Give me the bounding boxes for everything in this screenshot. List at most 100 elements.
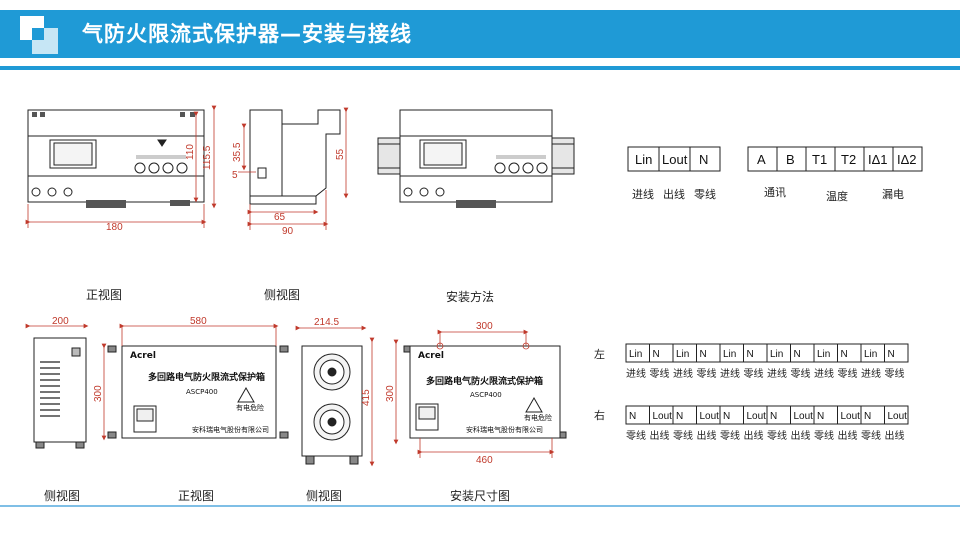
- terminal-leak2: IΔ2: [897, 152, 917, 167]
- label-neutral: 零线: [694, 187, 716, 201]
- box-install-top-label: 300: [476, 321, 493, 332]
- box-front-width-label: 580: [190, 316, 207, 327]
- right-row-terminal-label: 出线: [697, 429, 717, 442]
- front-height-outer-label: 115.5: [202, 145, 213, 170]
- left-row-terminal-label: 进线: [626, 367, 646, 380]
- right-row-terminal: N: [864, 411, 871, 422]
- right-row-terminal: N: [676, 411, 683, 422]
- left-row-terminal-label: 零线: [838, 367, 858, 380]
- left-row-terminal: Lin: [676, 349, 689, 360]
- left-row-terminal: N: [700, 349, 707, 360]
- side-top-label: 35.5: [232, 142, 243, 162]
- side-width-outer-label: 90: [282, 226, 294, 237]
- right-row-terminal: N: [723, 411, 730, 422]
- left-row-terminal-label: 零线: [650, 367, 670, 380]
- left-row-terminal: Lin: [629, 349, 642, 360]
- box-front-company: 安科瑞电气股份有限公司: [192, 425, 269, 434]
- box-front-view: [107, 345, 289, 439]
- box-install-brand: Acrel: [418, 351, 444, 361]
- front-width-label: 180: [106, 222, 123, 233]
- right-row-terminal-label: 零线: [861, 429, 881, 442]
- terminal-b: B: [786, 152, 795, 167]
- terminal-t2: T2: [841, 152, 856, 167]
- box-front-dims: [101, 323, 279, 441]
- box-front-model: ASCP400: [186, 388, 218, 396]
- box-front-title: 多回路电气防火限流式保护箱: [148, 371, 265, 383]
- terminal-row-right: N零线Lout出线N零线Lout出线N零线Lout出线N零线Lout出线N零线L…: [625, 405, 909, 442]
- device-install-method: [377, 109, 575, 208]
- left-row-terminal-label: 进线: [861, 367, 881, 380]
- caption-box-side-left: 侧视图: [44, 489, 81, 503]
- terminal-n: N: [699, 152, 708, 167]
- right-row-terminal: Lout: [653, 411, 673, 422]
- label-leak: 漏电: [882, 188, 904, 201]
- left-row-terminal-label: 零线: [791, 367, 811, 380]
- left-row-terminal-label: 进线: [673, 367, 693, 380]
- label-comm: 通讯: [764, 186, 786, 199]
- left-row-terminal: N: [841, 349, 848, 360]
- right-row-terminal-label: 零线: [767, 429, 787, 442]
- right-row-terminal: Lout: [747, 411, 767, 422]
- terminal-lout: Lout: [662, 152, 688, 167]
- box-install-model: ASCP400: [470, 391, 502, 399]
- left-row-terminal: N: [653, 349, 660, 360]
- box-side-view-left: [33, 337, 87, 449]
- right-row-terminal-label: 出线: [650, 429, 670, 442]
- left-row-terminal-label: 零线: [885, 367, 905, 380]
- label-incoming: 进线: [632, 187, 654, 201]
- caption-box-side-right: 侧视图: [306, 489, 343, 503]
- box-install-height-label: 300: [385, 385, 396, 402]
- side-right-label: 55: [335, 148, 346, 160]
- right-row-terminal-label: 出线: [838, 429, 858, 442]
- left-row-terminal: N: [888, 349, 895, 360]
- left-row-terminal: N: [794, 349, 801, 360]
- box-install-dims: [393, 329, 555, 458]
- box-install-company: 安科瑞电气股份有限公司: [466, 425, 543, 434]
- device-side-dims: [238, 107, 349, 230]
- terminal-row-left: Lin进线N零线Lin进线N零线Lin进线N零线Lin进线N零线Lin进线N零线…: [625, 343, 909, 380]
- label-outgoing: 出线: [663, 187, 685, 201]
- terminal-leak1: IΔ1: [868, 152, 888, 167]
- right-row-terminal-label: 零线: [720, 429, 740, 442]
- left-row-terminal: Lin: [723, 349, 736, 360]
- device-side-view: [249, 109, 341, 205]
- right-row-terminal: Lout: [888, 411, 908, 422]
- caption-install-method: 安装方法: [446, 290, 495, 304]
- title-bar: [0, 10, 960, 58]
- right-row-terminal-label: 零线: [626, 429, 646, 442]
- side-small-label: 5: [232, 170, 238, 181]
- side-width-inner-label: 65: [274, 212, 286, 223]
- right-row-terminal: N: [629, 411, 636, 422]
- box-side2-width-label: 214.5: [314, 317, 339, 328]
- left-row-terminal: N: [747, 349, 754, 360]
- box-front-brand: Acrel: [130, 351, 156, 361]
- box-side-view-right: [301, 345, 363, 465]
- right-row-terminal-label: 出线: [885, 429, 905, 442]
- box-side-width-label: 200: [52, 316, 69, 327]
- terminal-a: A: [757, 152, 766, 167]
- box-front-height-label: 300: [93, 385, 104, 402]
- terminal-t1: T1: [812, 152, 827, 167]
- right-row-terminal-label: 出线: [744, 429, 764, 442]
- caption-front-view: 正视图: [86, 288, 123, 302]
- right-row-terminal-label: 零线: [673, 429, 693, 442]
- right-row-terminal: Lout: [794, 411, 814, 422]
- terminal-lin: Lin: [635, 152, 652, 167]
- label-temp: 温度: [826, 189, 848, 203]
- right-row-terminal-label: 出线: [791, 429, 811, 442]
- box-side-right-dims: [295, 325, 375, 467]
- box-install-warning: 有电危险: [524, 413, 552, 422]
- left-row-terminal-label: 进线: [814, 367, 834, 380]
- header-underline: [0, 66, 960, 70]
- left-row-terminal-label: 零线: [697, 367, 717, 380]
- page-title: 气防火限流式保护器—安装与接线: [82, 22, 412, 46]
- caption-box-front: 正视图: [178, 489, 215, 503]
- right-row-terminal: N: [770, 411, 777, 422]
- left-row-terminal: Lin: [817, 349, 830, 360]
- front-height-inner-label: 110: [185, 144, 196, 160]
- right-row-terminal: Lout: [841, 411, 861, 422]
- logo-icon: [20, 16, 58, 54]
- left-row-terminal-label: 进线: [767, 367, 787, 380]
- caption-side-view: 侧视图: [264, 288, 301, 302]
- left-row-terminal-label: 零线: [744, 367, 764, 380]
